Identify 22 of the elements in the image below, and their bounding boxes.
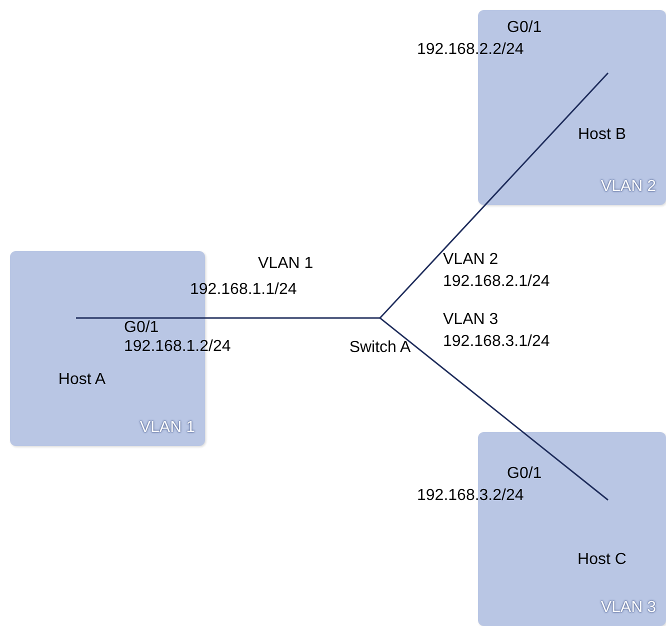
vlan-label: VLAN 1 — [140, 418, 195, 438]
interface-label: VLAN 2 — [443, 250, 498, 270]
network-link — [379, 72, 609, 319]
interface-label: G0/1 — [124, 318, 159, 338]
network-link — [380, 317, 608, 501]
interface-label: 192.168.3.2/24 — [417, 486, 524, 506]
interface-label: G0/1 — [507, 464, 542, 484]
interface-label: 192.168.1.2/24 — [124, 337, 231, 357]
interface-label: 192.168.2.1/24 — [443, 272, 550, 292]
host-label: Host A — [57, 370, 107, 390]
vlan-label: VLAN 2 — [600, 177, 656, 197]
interface-label: 192.168.2.2/24 — [417, 40, 524, 60]
host-label: Host B — [576, 125, 627, 145]
vlan-label: VLAN 3 — [600, 598, 656, 618]
interface-label: G0/1 — [507, 18, 542, 38]
interface-label: 192.168.1.1/24 — [190, 280, 297, 300]
switch-label: Switch A — [348, 338, 412, 358]
host-label: Host C — [576, 550, 628, 570]
interface-label: VLAN 1 — [258, 254, 314, 274]
interface-label: VLAN 3 — [443, 310, 498, 330]
network-link — [76, 317, 380, 319]
interface-label: 192.168.3.1/24 — [443, 332, 550, 352]
